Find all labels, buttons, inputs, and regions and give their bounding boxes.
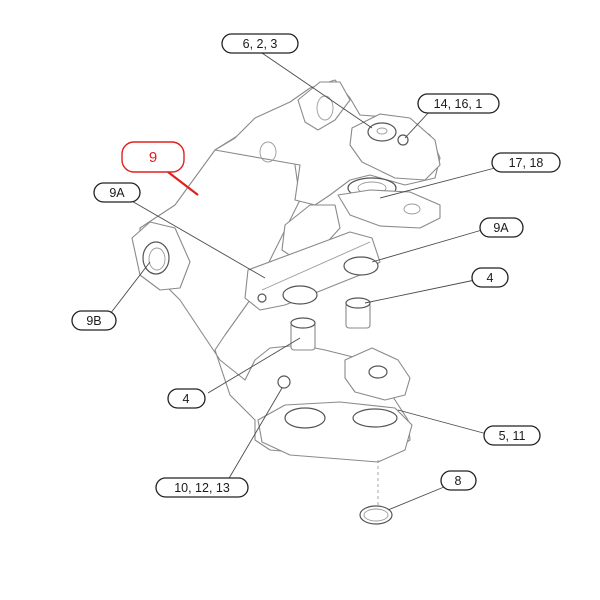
head-ear	[297, 81, 351, 131]
leader-c12	[387, 486, 445, 511]
callout-label: 17, 18	[509, 156, 544, 170]
callout-9B: 9B	[71, 310, 117, 331]
callout-14-16-1: 14, 16, 1	[417, 93, 500, 114]
lower-lug-hole	[403, 203, 421, 215]
leader-c5	[129, 199, 266, 279]
leader-c3-red	[167, 171, 199, 196]
leader-c11	[227, 387, 283, 481]
leader-c1	[261, 52, 373, 129]
lower-lug	[337, 189, 441, 229]
callout-10-12-13: 10, 12, 13	[155, 477, 249, 498]
head-hole	[259, 141, 277, 163]
callout-label: 9A	[493, 221, 509, 235]
callout-4-left: 4	[167, 388, 206, 409]
bottom-bore-right	[352, 408, 398, 428]
leader-c9	[207, 337, 301, 394]
callout-6-2-3: 6, 2, 3	[221, 33, 299, 54]
callout-5-11: 5, 11	[483, 425, 541, 446]
callout-label: 9	[149, 149, 157, 166]
callout-label: 10, 12, 13	[174, 481, 230, 495]
leader-c4	[379, 167, 496, 199]
left-bore	[142, 241, 170, 275]
callout-label: 9A	[109, 186, 125, 200]
leader-c8	[109, 261, 151, 315]
leader-c7	[364, 279, 476, 304]
leader-c6	[371, 229, 483, 263]
callout-17-18: 17, 18	[491, 152, 561, 173]
top-pin-center	[376, 127, 388, 135]
grease-fitting	[277, 375, 291, 389]
callout-label: 4	[183, 392, 190, 406]
callout-label: 14, 16, 1	[434, 97, 483, 111]
saddle-edge	[261, 241, 371, 291]
saddle-fitting	[257, 293, 267, 303]
callout-9A-left: 9A	[93, 182, 141, 203]
callout-4-right: 4	[471, 267, 509, 288]
saddle-bore-right	[343, 256, 379, 276]
saddle-bore-left	[282, 285, 318, 305]
callout-label: 8	[455, 474, 462, 488]
callout-9A-right: 9A	[479, 217, 524, 238]
lower-bracket-hole	[368, 365, 388, 379]
callout-label: 9B	[86, 314, 101, 328]
snap-ring-inner	[363, 508, 389, 522]
leader-c2	[404, 110, 431, 139]
left-bore-inner	[148, 247, 166, 271]
leader-lines	[109, 52, 496, 511]
bushing-right-top	[345, 297, 371, 309]
top-pin-head	[367, 122, 397, 142]
leader-c10	[397, 409, 488, 435]
callout-label: 4	[487, 271, 494, 285]
assembly-drawing	[131, 79, 441, 525]
callout-label: 5, 11	[499, 429, 526, 443]
bushing-left-top	[290, 317, 316, 329]
callout-label: 6, 2, 3	[243, 37, 278, 51]
bottom-bore	[284, 407, 326, 429]
callout-8: 8	[440, 470, 477, 491]
callout-9-highlighted: 9	[121, 141, 185, 173]
